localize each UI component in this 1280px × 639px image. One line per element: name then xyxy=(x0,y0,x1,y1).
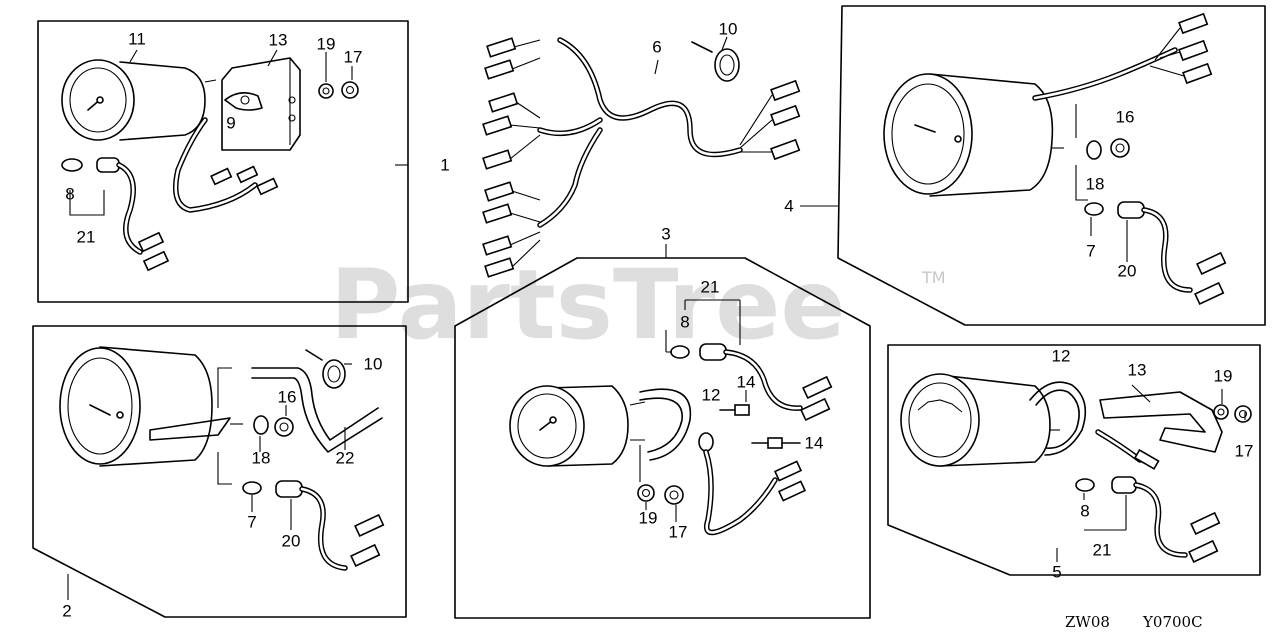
clip-9[interactable] xyxy=(224,92,263,111)
washer-18-g2[interactable] xyxy=(253,415,269,435)
label-10-g2: 10 xyxy=(364,354,383,373)
label-18-g4: 18 xyxy=(1086,174,1105,193)
bracket-13[interactable] xyxy=(221,57,301,151)
label-9: 9 xyxy=(226,113,235,132)
clamp-10-top[interactable] xyxy=(691,41,740,82)
label-14b-g3: 14 xyxy=(805,433,824,452)
washer-19[interactable] xyxy=(318,83,334,99)
terminal-lead-g3[interactable] xyxy=(698,432,807,536)
label-10: 10 xyxy=(719,19,738,38)
diagram-code-left: ZW08 xyxy=(1065,613,1110,631)
group-5-gauge-kit[interactable]: 12 13 19 17 8 21 5 xyxy=(887,344,1261,581)
diagram-code-right: Y0700C xyxy=(1142,613,1203,631)
bulb-7-g4[interactable] xyxy=(1084,202,1104,216)
socket-21-g3[interactable] xyxy=(699,343,833,421)
socket-20-g2[interactable] xyxy=(275,480,385,571)
socket-20-g4[interactable] xyxy=(1117,201,1227,305)
group-2-gauge-kit[interactable]: 10 16 18 22 7 20 2 xyxy=(32,325,407,620)
screw-14a[interactable] xyxy=(719,404,750,416)
bulb-8-g3[interactable] xyxy=(670,345,690,359)
ring-12-g5[interactable] xyxy=(1029,381,1087,456)
label-8-g3: 8 xyxy=(680,312,689,331)
socket-21-g5[interactable] xyxy=(1111,476,1221,563)
label-group-1: 1 xyxy=(440,155,449,174)
gauge-11[interactable] xyxy=(61,59,217,141)
group-6-wire-harness[interactable]: 10 6 xyxy=(482,19,801,278)
label-17-g5: 17 xyxy=(1235,441,1254,460)
label-20-g2: 20 xyxy=(282,531,301,550)
label-21-g5: 21 xyxy=(1093,540,1112,559)
group-3-gauge-kit[interactable]: 3 21 8 12 14 14 19 17 xyxy=(454,224,871,619)
group-4-frame xyxy=(837,5,1266,326)
label-group-4: 4 xyxy=(784,196,793,215)
nut-17-g5[interactable] xyxy=(1234,405,1252,423)
label-21-g3: 21 xyxy=(701,277,720,296)
label-8-g5: 8 xyxy=(1080,501,1089,520)
label-7-g4: 7 xyxy=(1086,241,1095,260)
label-17-g3: 17 xyxy=(669,522,688,541)
label-13-g5: 13 xyxy=(1128,360,1147,379)
group-2-frame xyxy=(32,325,407,618)
label-group-5: 5 xyxy=(1052,562,1061,581)
gauge-4[interactable] xyxy=(883,73,1064,197)
bulb-7-g2[interactable] xyxy=(242,481,262,495)
label-14a-g3: 14 xyxy=(737,372,756,391)
label-19-g5: 19 xyxy=(1214,366,1233,385)
clamp-10-g2[interactable] xyxy=(305,349,346,389)
nut-17[interactable] xyxy=(341,81,359,99)
label-17: 17 xyxy=(344,47,363,66)
label-20-g4: 20 xyxy=(1118,261,1137,280)
group-1-tachometer-kit[interactable]: 11 13 19 17 9 8 21 1 xyxy=(37,20,450,303)
tube-22[interactable] xyxy=(251,367,383,453)
washer-19-g3[interactable] xyxy=(637,484,655,502)
group-4-gauge-kit[interactable]: 16 18 7 20 4 xyxy=(784,5,1266,326)
label-group-3: 3 xyxy=(661,224,670,243)
label-12-g3: 12 xyxy=(702,385,721,404)
label-16-g2: 16 xyxy=(278,387,297,406)
gauge-2[interactable] xyxy=(59,346,243,467)
gauge-5[interactable] xyxy=(900,373,1060,467)
watermark-text: PartsTree xyxy=(330,249,845,361)
washer-18-g4[interactable] xyxy=(1086,140,1102,160)
label-18-g2: 18 xyxy=(252,448,271,467)
group-3-frame xyxy=(454,257,871,619)
bulb-8-g5[interactable] xyxy=(1075,478,1095,492)
label-7-g2: 7 xyxy=(247,512,256,531)
label-12-g5: 12 xyxy=(1052,346,1071,365)
bulb-8[interactable] xyxy=(61,158,83,172)
group-5-frame xyxy=(887,344,1261,576)
label-19-g3: 19 xyxy=(639,508,658,527)
label-group-2: 2 xyxy=(62,601,71,620)
label-8: 8 xyxy=(65,184,74,203)
label-22-g2: 22 xyxy=(336,448,355,467)
label-13: 13 xyxy=(269,30,288,49)
label-19: 19 xyxy=(317,34,336,53)
ring-12-g3[interactable] xyxy=(639,388,692,461)
bracket-13-g5[interactable] xyxy=(1099,391,1223,453)
screw-14b[interactable] xyxy=(751,437,783,449)
nut-16-g2[interactable] xyxy=(274,417,294,437)
label-16-g4: 16 xyxy=(1116,107,1135,126)
gauge-3[interactable] xyxy=(509,385,629,467)
washer-19-g5[interactable] xyxy=(1213,404,1229,420)
watermark-trademark: TM xyxy=(921,268,946,287)
label-21: 21 xyxy=(77,227,96,246)
nut-17-g3[interactable] xyxy=(664,485,684,505)
label-6: 6 xyxy=(652,37,661,56)
group-1-frame xyxy=(37,20,409,303)
socket-21[interactable] xyxy=(96,157,170,272)
label-11: 11 xyxy=(128,29,146,48)
nut-16-g4[interactable] xyxy=(1110,138,1130,158)
